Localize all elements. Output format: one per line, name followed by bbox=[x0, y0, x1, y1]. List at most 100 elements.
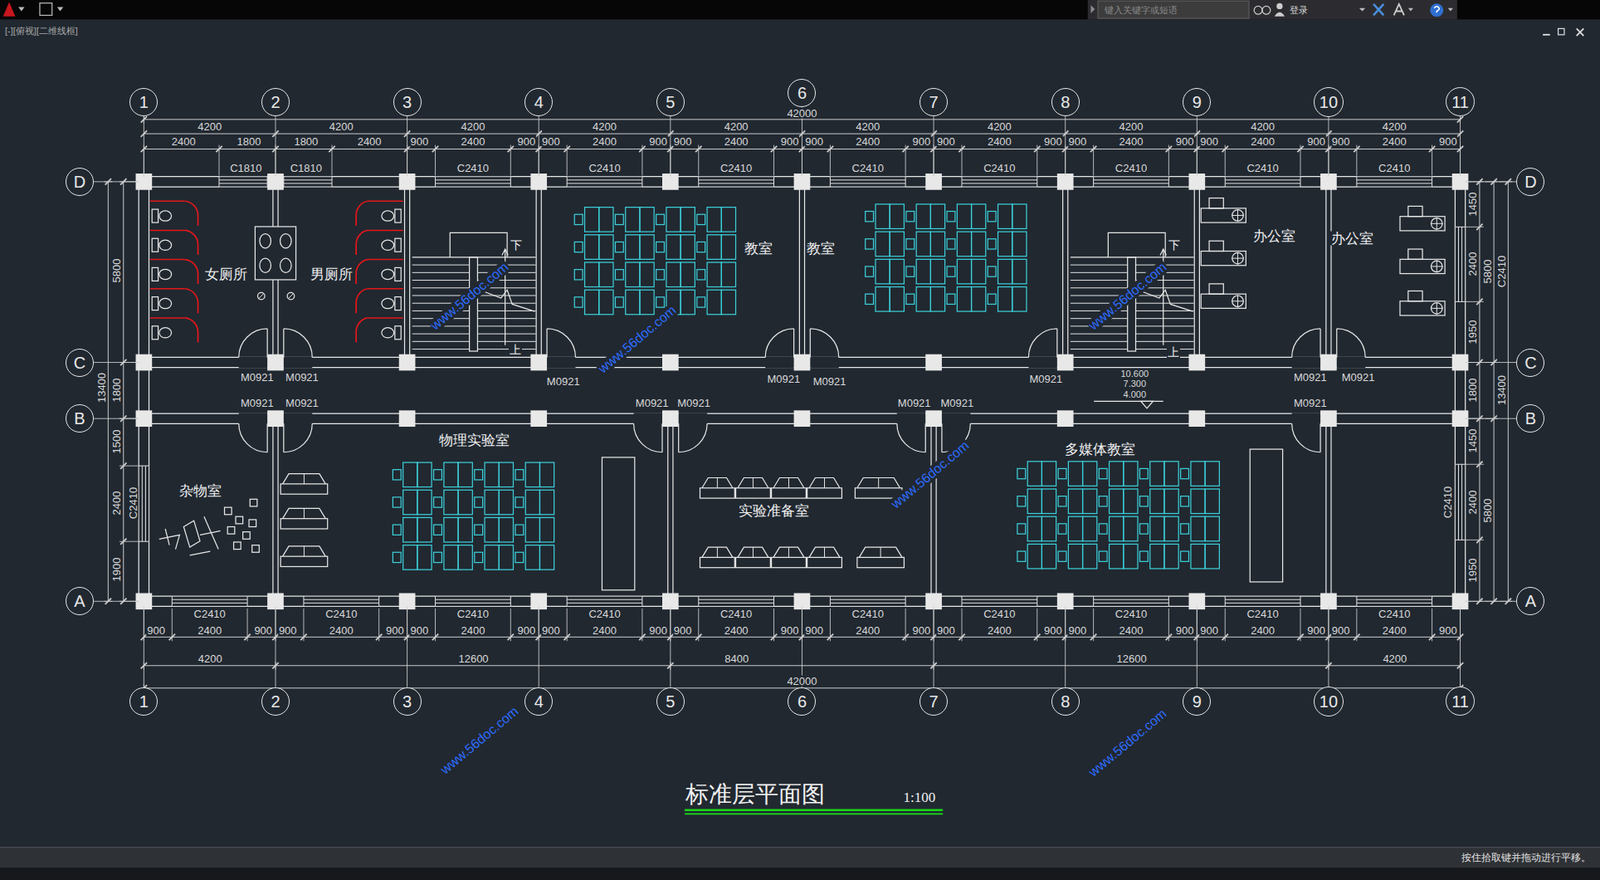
student-desk bbox=[1109, 461, 1124, 487]
dimension-tick bbox=[375, 634, 382, 640]
axis-line bbox=[143, 116, 145, 177]
student-desk bbox=[998, 287, 1013, 313]
axis-number: 4 bbox=[534, 692, 544, 710]
dimension-text: 900 bbox=[1306, 624, 1327, 635]
lab-bench-hood bbox=[702, 546, 733, 557]
door-leaf bbox=[1319, 328, 1321, 357]
window-gap bbox=[1224, 595, 1301, 607]
student-desk bbox=[1164, 488, 1179, 514]
structural-column bbox=[662, 409, 679, 427]
lab-bench bbox=[807, 487, 843, 498]
structural-column bbox=[399, 354, 416, 371]
student-chair bbox=[656, 214, 665, 225]
dimension-tick bbox=[432, 146, 439, 152]
door-swing bbox=[897, 423, 926, 452]
dimension-tick bbox=[507, 634, 514, 640]
student-desk bbox=[443, 462, 459, 488]
student-desk bbox=[1204, 516, 1220, 542]
storage-clutter bbox=[159, 516, 221, 556]
window-line bbox=[1224, 182, 1301, 184]
student-desk bbox=[875, 258, 890, 284]
axis-line bbox=[93, 180, 139, 182]
door-opening bbox=[1292, 412, 1321, 425]
window-line bbox=[566, 599, 643, 600]
stall-door bbox=[356, 259, 368, 285]
student-desk bbox=[889, 258, 904, 284]
lab-bench bbox=[736, 556, 771, 567]
door-swing bbox=[1292, 423, 1321, 452]
window-gap bbox=[1356, 175, 1433, 188]
window-gap bbox=[829, 595, 906, 607]
stall-partition bbox=[150, 287, 186, 289]
window-line bbox=[1356, 179, 1433, 181]
dimension-tick bbox=[1429, 634, 1435, 640]
lab-bench bbox=[807, 556, 843, 567]
student-chair bbox=[697, 241, 706, 252]
window-jamb bbox=[247, 595, 249, 606]
student-chair bbox=[474, 551, 483, 562]
lab-bench-hood bbox=[282, 546, 327, 557]
dimension-text: 42000 bbox=[785, 107, 818, 119]
dimension-text: 900 bbox=[1175, 624, 1196, 635]
dimension-tick bbox=[215, 146, 222, 152]
elevation-text: 10.600 bbox=[1119, 369, 1150, 379]
dimension-text: 2400 bbox=[1118, 624, 1145, 635]
student-chair bbox=[392, 469, 401, 480]
stair-arrow-head bbox=[1160, 248, 1166, 255]
office-chair bbox=[1232, 252, 1244, 264]
student-desk bbox=[1109, 543, 1124, 569]
student-desk bbox=[1041, 461, 1056, 487]
dimension-tick bbox=[1165, 634, 1172, 640]
axis-number: 2 bbox=[270, 93, 280, 111]
student-chair bbox=[515, 497, 524, 508]
door-opening bbox=[941, 412, 971, 425]
door-tag: M0921 bbox=[634, 396, 670, 408]
student-desk bbox=[639, 234, 654, 260]
student-desk bbox=[498, 545, 513, 571]
student-desk bbox=[889, 204, 904, 230]
student-desk bbox=[1150, 461, 1165, 487]
window-gap bbox=[171, 595, 248, 607]
student-chair bbox=[987, 239, 996, 249]
floor-drain bbox=[258, 293, 264, 299]
stair-tread bbox=[1136, 302, 1195, 304]
window-line bbox=[829, 175, 906, 177]
student-desk bbox=[403, 517, 418, 542]
room-name: 办公室 bbox=[1252, 229, 1297, 244]
room-name: 男厕所 bbox=[309, 266, 354, 281]
dimension-text: 900 bbox=[146, 624, 166, 635]
door-tag: M0921 bbox=[1341, 370, 1376, 382]
student-chair bbox=[1017, 551, 1026, 561]
stair-tread bbox=[1136, 310, 1195, 312]
student-chair bbox=[1180, 496, 1190, 507]
student-desk bbox=[498, 489, 513, 515]
student-desk bbox=[443, 517, 459, 542]
office-chair bbox=[1436, 302, 1438, 315]
student-desk bbox=[585, 262, 600, 288]
dimension-tick bbox=[827, 634, 834, 640]
student-desk bbox=[875, 204, 890, 230]
stair-tread bbox=[477, 294, 536, 296]
lab-bench-hood bbox=[788, 546, 790, 557]
axis-line bbox=[406, 605, 408, 687]
axis-number: 3 bbox=[402, 692, 412, 710]
axis-number: 5 bbox=[665, 93, 675, 111]
student-desk bbox=[403, 462, 418, 488]
window-tag: C2410 bbox=[719, 161, 753, 173]
axis-bubble: 9 bbox=[1182, 687, 1211, 716]
floor-drain bbox=[287, 293, 293, 299]
stair-tread bbox=[1136, 294, 1195, 296]
student-desk bbox=[1027, 488, 1042, 514]
dimension-text: 2400 bbox=[986, 624, 1013, 635]
stall-partition bbox=[367, 317, 404, 318]
stair-tread bbox=[1070, 348, 1128, 350]
dimension-text: 4200 bbox=[328, 121, 355, 132]
student-desk bbox=[443, 489, 459, 515]
dimension-text: 12600 bbox=[1116, 653, 1148, 664]
window-line bbox=[1464, 226, 1466, 302]
axis-number: 10 bbox=[1319, 93, 1338, 111]
door-tag: M0921 bbox=[1292, 370, 1328, 382]
axis-line bbox=[93, 418, 139, 420]
student-chair bbox=[614, 214, 624, 225]
window-tag: C2410 bbox=[1245, 161, 1279, 173]
